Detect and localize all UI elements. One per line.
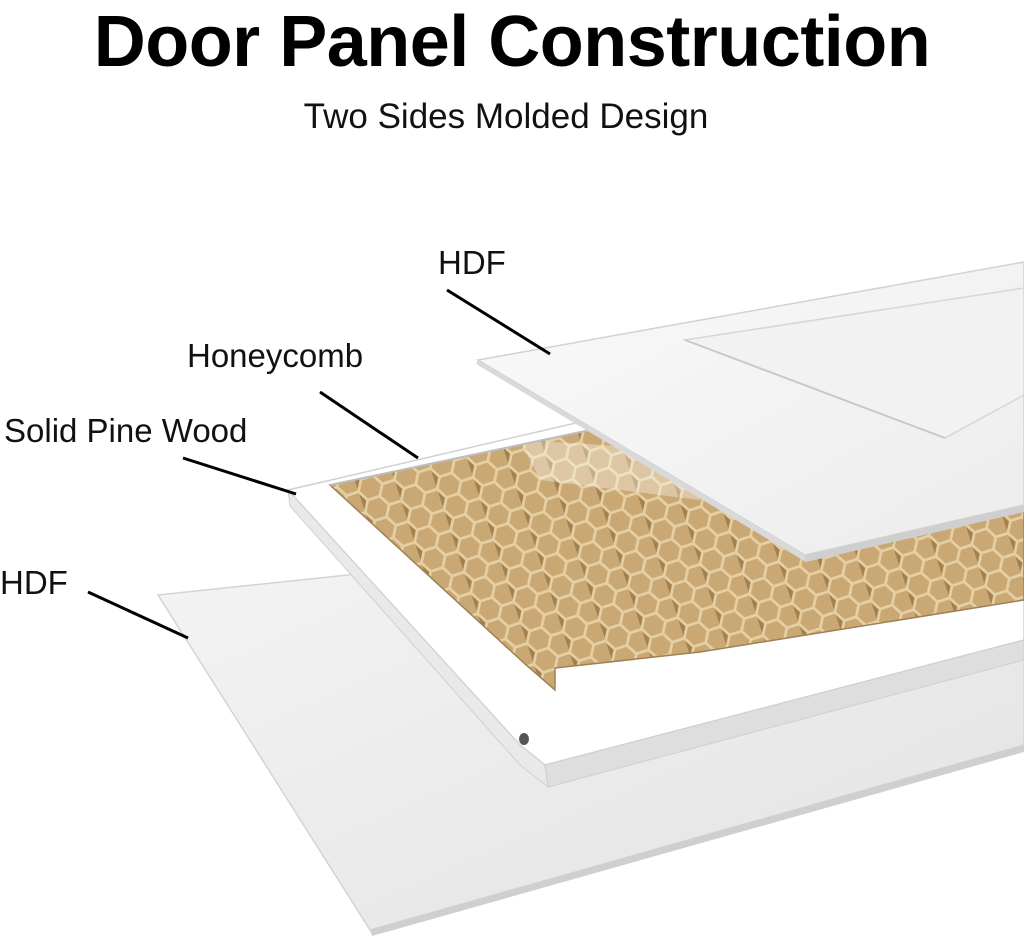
page-title: Door Panel Construction bbox=[93, 2, 931, 82]
leader-bottom-hdf bbox=[87, 590, 189, 640]
leader-pine-wood bbox=[182, 456, 297, 496]
top-hdf-panel bbox=[475, 261, 1024, 562]
label-top-hdf: HDF bbox=[438, 244, 506, 281]
label-honeycomb: Honeycomb bbox=[187, 337, 363, 374]
page-subtitle: Two Sides Molded Design bbox=[303, 97, 709, 136]
leader-honeycomb bbox=[319, 390, 419, 460]
leader-top-hdf bbox=[446, 288, 551, 356]
label-bottom-hdf: HDF bbox=[0, 564, 68, 601]
label-pine-wood: Solid Pine Wood bbox=[4, 412, 247, 449]
dowel-hole bbox=[519, 733, 529, 745]
